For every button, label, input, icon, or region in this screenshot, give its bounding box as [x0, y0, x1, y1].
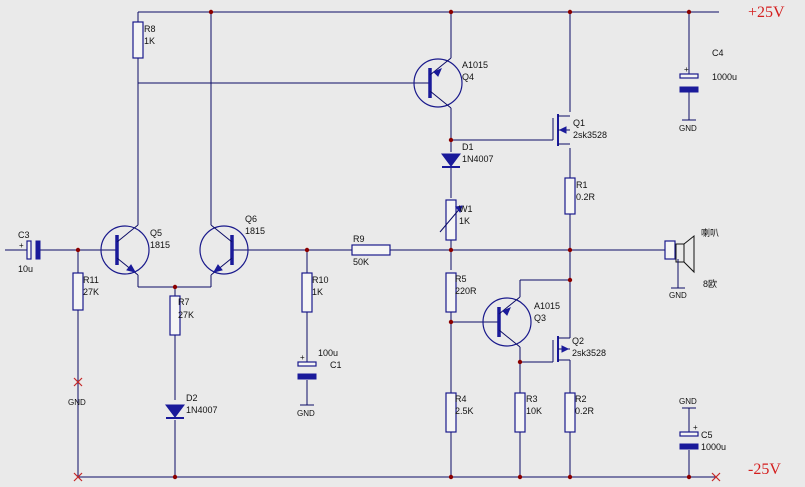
c4-value: 1000u	[712, 72, 737, 82]
q5-type: 1815	[150, 240, 170, 250]
q1-ref: Q1	[573, 118, 585, 128]
r2-value: 0.2R	[575, 406, 595, 416]
r8-value: 1K	[144, 36, 155, 46]
r9-ref: R9	[353, 234, 365, 244]
negative-rail-label: -25V	[748, 461, 781, 478]
resistor-r11[interactable]: R11 27K	[72, 272, 99, 311]
q2-ref: Q2	[572, 336, 584, 346]
junction-dots	[75, 9, 692, 480]
r1-value: 0.2R	[576, 192, 596, 202]
c4-ref: C4	[712, 48, 724, 58]
r3-ref: R3	[526, 394, 538, 404]
q6-type: 1815	[245, 226, 265, 236]
gnd-label: GND	[679, 397, 697, 406]
capacitor-c1[interactable]: + 100u C1	[297, 348, 342, 380]
svg-text:+: +	[19, 241, 24, 250]
q6-ref: Q6	[245, 214, 257, 224]
q4-type: A1015	[462, 60, 488, 70]
diode-d2[interactable]: D2 1N4007	[165, 393, 218, 419]
ground-speaker: GND	[669, 287, 687, 300]
d2-type: 1N4007	[186, 405, 218, 415]
speaker-value: 8欧	[703, 278, 717, 289]
r5-value: 220R	[455, 286, 477, 296]
svg-text:+: +	[300, 353, 305, 362]
gnd-label: GND	[669, 291, 687, 300]
transistor-q4[interactable]: A1015 Q4	[413, 57, 488, 109]
svg-text:+: +	[693, 423, 698, 432]
w1-ref: W1	[459, 204, 473, 214]
positive-rail-label: +25V	[748, 4, 785, 21]
q1-type: 2sk3528	[573, 130, 607, 140]
ground-c4: GND	[679, 119, 697, 133]
r4-value: 2.5K	[455, 406, 474, 416]
r10-ref: R10	[312, 275, 329, 285]
r7-ref: R7	[178, 297, 190, 307]
r10-value: 1K	[312, 287, 323, 297]
q2-type: 2sk3528	[572, 348, 606, 358]
q4-ref: Q4	[462, 72, 474, 82]
r5-ref: R5	[455, 274, 467, 284]
transistor-q6[interactable]: Q6 1815	[199, 214, 265, 276]
r4-ref: R4	[455, 394, 467, 404]
c5-value: 1000u	[701, 442, 726, 452]
capacitor-c4[interactable]: + C4 1000u	[679, 48, 737, 93]
mosfet-q1[interactable]: Q1 2sk3528	[552, 114, 607, 146]
gnd-label: GND	[68, 398, 86, 407]
svg-text:+: +	[684, 65, 689, 74]
potentiometer-w1[interactable]: W1 1K	[439, 199, 473, 241]
r3-value: 10K	[526, 406, 542, 416]
transistor-q5[interactable]: Q5 1815	[100, 224, 170, 276]
c1-value: 100u	[318, 348, 338, 358]
resistor-r1[interactable]: R1 0.2R	[564, 177, 596, 215]
r9-value: 50K	[353, 257, 369, 267]
resistor-r4[interactable]: R4 2.5K	[445, 392, 474, 433]
mosfet-q2[interactable]: Q2 2sk3528	[552, 315, 606, 362]
resistor-r7[interactable]: R7 27K	[169, 295, 194, 336]
resistor-r8[interactable]: R8 1K	[132, 21, 156, 59]
speaker-ref: 喇叭	[701, 227, 719, 238]
q5-ref: Q5	[150, 228, 162, 238]
c3-value: 10u	[18, 264, 33, 274]
r1-ref: R1	[576, 180, 588, 190]
capacitor-c5[interactable]: + C5 1000u	[679, 423, 726, 452]
resistor-r3[interactable]: R3 10K	[514, 392, 542, 433]
resistor-r2[interactable]: R2 0.2R	[564, 392, 595, 433]
gnd-label: GND	[297, 409, 315, 418]
ground-c5: GND	[679, 397, 697, 409]
gnd-label: GND	[679, 124, 697, 133]
c5-ref: C5	[701, 430, 713, 440]
d2-ref: D2	[186, 393, 198, 403]
r2-ref: R2	[575, 394, 587, 404]
q3-ref: Q3	[534, 313, 546, 323]
c1-ref: C1	[330, 360, 342, 370]
ground-r11: GND	[68, 377, 86, 407]
resistor-r9[interactable]: R9 50K	[351, 234, 391, 267]
diode-d1[interactable]: D1 1N4007	[441, 142, 494, 168]
resistor-r10[interactable]: R10 1K	[301, 272, 329, 313]
d1-ref: D1	[462, 142, 474, 152]
resistor-r5[interactable]: R5 220R	[445, 272, 477, 313]
wires	[5, 11, 715, 478]
ground-c1: GND	[297, 404, 315, 418]
c3-ref: C3	[18, 230, 30, 240]
r11-value: 27K	[83, 287, 99, 297]
r8-ref: R8	[144, 24, 156, 34]
r7-value: 27K	[178, 310, 194, 320]
q3-type: A1015	[534, 301, 560, 311]
capacitor-c3[interactable]: + C3 10u	[18, 230, 41, 274]
w1-value: 1K	[459, 216, 470, 226]
r11-ref: R11	[83, 275, 99, 285]
speaker[interactable]: 喇叭 8欧	[664, 227, 719, 289]
transistor-q3[interactable]: A1015 Q3	[482, 290, 560, 355]
d1-type: 1N4007	[462, 154, 494, 164]
